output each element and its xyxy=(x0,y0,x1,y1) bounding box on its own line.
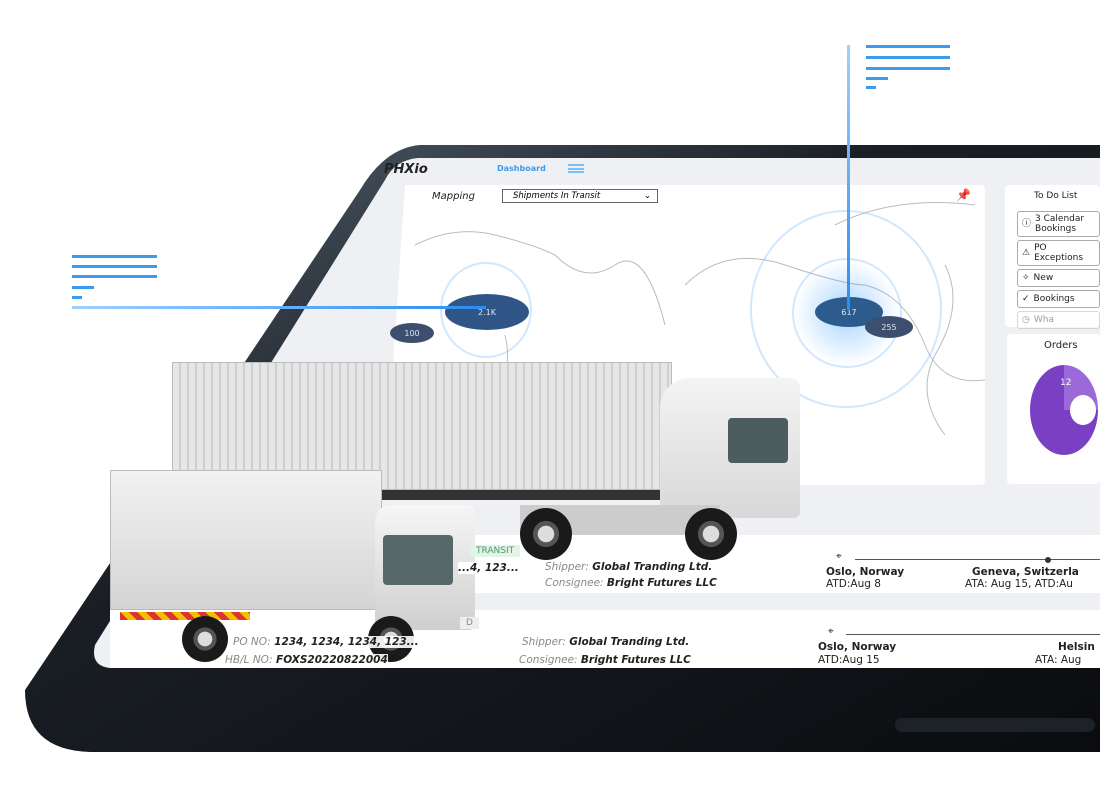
consignee: Bright Futures LLC xyxy=(606,577,717,589)
check-circle-icon: ✓ xyxy=(1022,294,1030,304)
mapping-title: Mapping xyxy=(432,191,475,202)
pin-icon[interactable]: 📌 xyxy=(956,188,971,202)
clock-icon: ◷ xyxy=(1022,315,1030,325)
truck-cab xyxy=(660,378,800,518)
consignee-label: Consignee: xyxy=(545,577,604,589)
origin: Oslo, Norway xyxy=(826,566,905,578)
todo-item[interactable]: ✧New xyxy=(1017,269,1100,287)
menu-icon[interactable] xyxy=(568,164,584,173)
cluster-bubble[interactable]: 2.1K xyxy=(445,294,529,330)
destination: Helsin xyxy=(1058,641,1095,653)
shipper-label: Shipper: xyxy=(545,561,589,573)
cluster-bubble[interactable]: 255 xyxy=(865,316,913,338)
todo-title: To Do List xyxy=(1034,191,1078,201)
cluster-bubble[interactable]: 100 xyxy=(390,323,434,343)
chevron-down-icon: ⌄ xyxy=(643,191,651,201)
todo-label: Wha xyxy=(1033,315,1054,325)
destination: Geneva, Switzerla xyxy=(972,566,1079,578)
hbl-label: HB/L NO: xyxy=(225,654,273,666)
status-badge: TRANSIT xyxy=(470,545,521,557)
hbl-number: FOXS20220822004 xyxy=(276,654,388,666)
donut-label: 12 xyxy=(1060,378,1072,388)
sparkle-icon: ✧ xyxy=(1022,273,1030,283)
box-truck-illustration xyxy=(110,470,382,610)
orders-donut-chart[interactable] xyxy=(1030,365,1098,455)
todo-label: New xyxy=(1033,273,1054,283)
origin-date: ATD:Aug 15 xyxy=(818,654,880,666)
origin-date: ATD:Aug 8 xyxy=(826,578,881,590)
shipper: Global Tranding Ltd. xyxy=(569,636,690,648)
orders-title: Orders xyxy=(1044,340,1078,351)
location-pin-icon: ⌖ xyxy=(828,626,834,637)
origin: Oslo, Norway xyxy=(818,641,897,653)
warning-icon: ⚠ xyxy=(1022,248,1031,258)
todo-item[interactable]: ⚠PO Exceptions xyxy=(1017,240,1100,266)
po-label: PO NO: xyxy=(233,636,271,648)
shipments-filter-dropdown[interactable]: Shipments In Transit ⌄ xyxy=(502,189,658,203)
filter-value: Shipments In Transit xyxy=(513,191,601,201)
consignee: Bright Futures LLC xyxy=(580,654,691,666)
destination-date: ATA: Aug 15, ATD:Au xyxy=(965,578,1073,590)
status-badge: D xyxy=(460,617,479,629)
todo-label: PO Exceptions xyxy=(1034,243,1084,263)
consignee-label: Consignee: xyxy=(519,654,578,666)
callout-line xyxy=(72,306,486,309)
info-icon: ⓘ xyxy=(1022,219,1032,229)
shipper: Global Tranding Ltd. xyxy=(592,561,713,573)
po-number: 1234, 1234, 1234, 123... xyxy=(274,636,419,648)
destination-date: ATA: Aug xyxy=(1035,654,1082,666)
todo-label: Bookings xyxy=(1033,294,1075,304)
container-truck-illustration xyxy=(172,362,672,500)
po-number: ...4, 123... xyxy=(458,562,519,574)
callout-line xyxy=(847,45,850,310)
todo-label: 3 Calendar Bookings xyxy=(1035,214,1085,234)
todo-item[interactable]: ✓Bookings xyxy=(1017,290,1100,308)
app-logo: PHXio xyxy=(384,162,428,177)
shipper-label: Shipper: xyxy=(522,636,566,648)
location-pin-icon: ⌖ xyxy=(836,551,842,562)
nav-dashboard[interactable]: Dashboard xyxy=(497,164,546,173)
todo-item[interactable]: ◷Wha xyxy=(1017,311,1100,329)
